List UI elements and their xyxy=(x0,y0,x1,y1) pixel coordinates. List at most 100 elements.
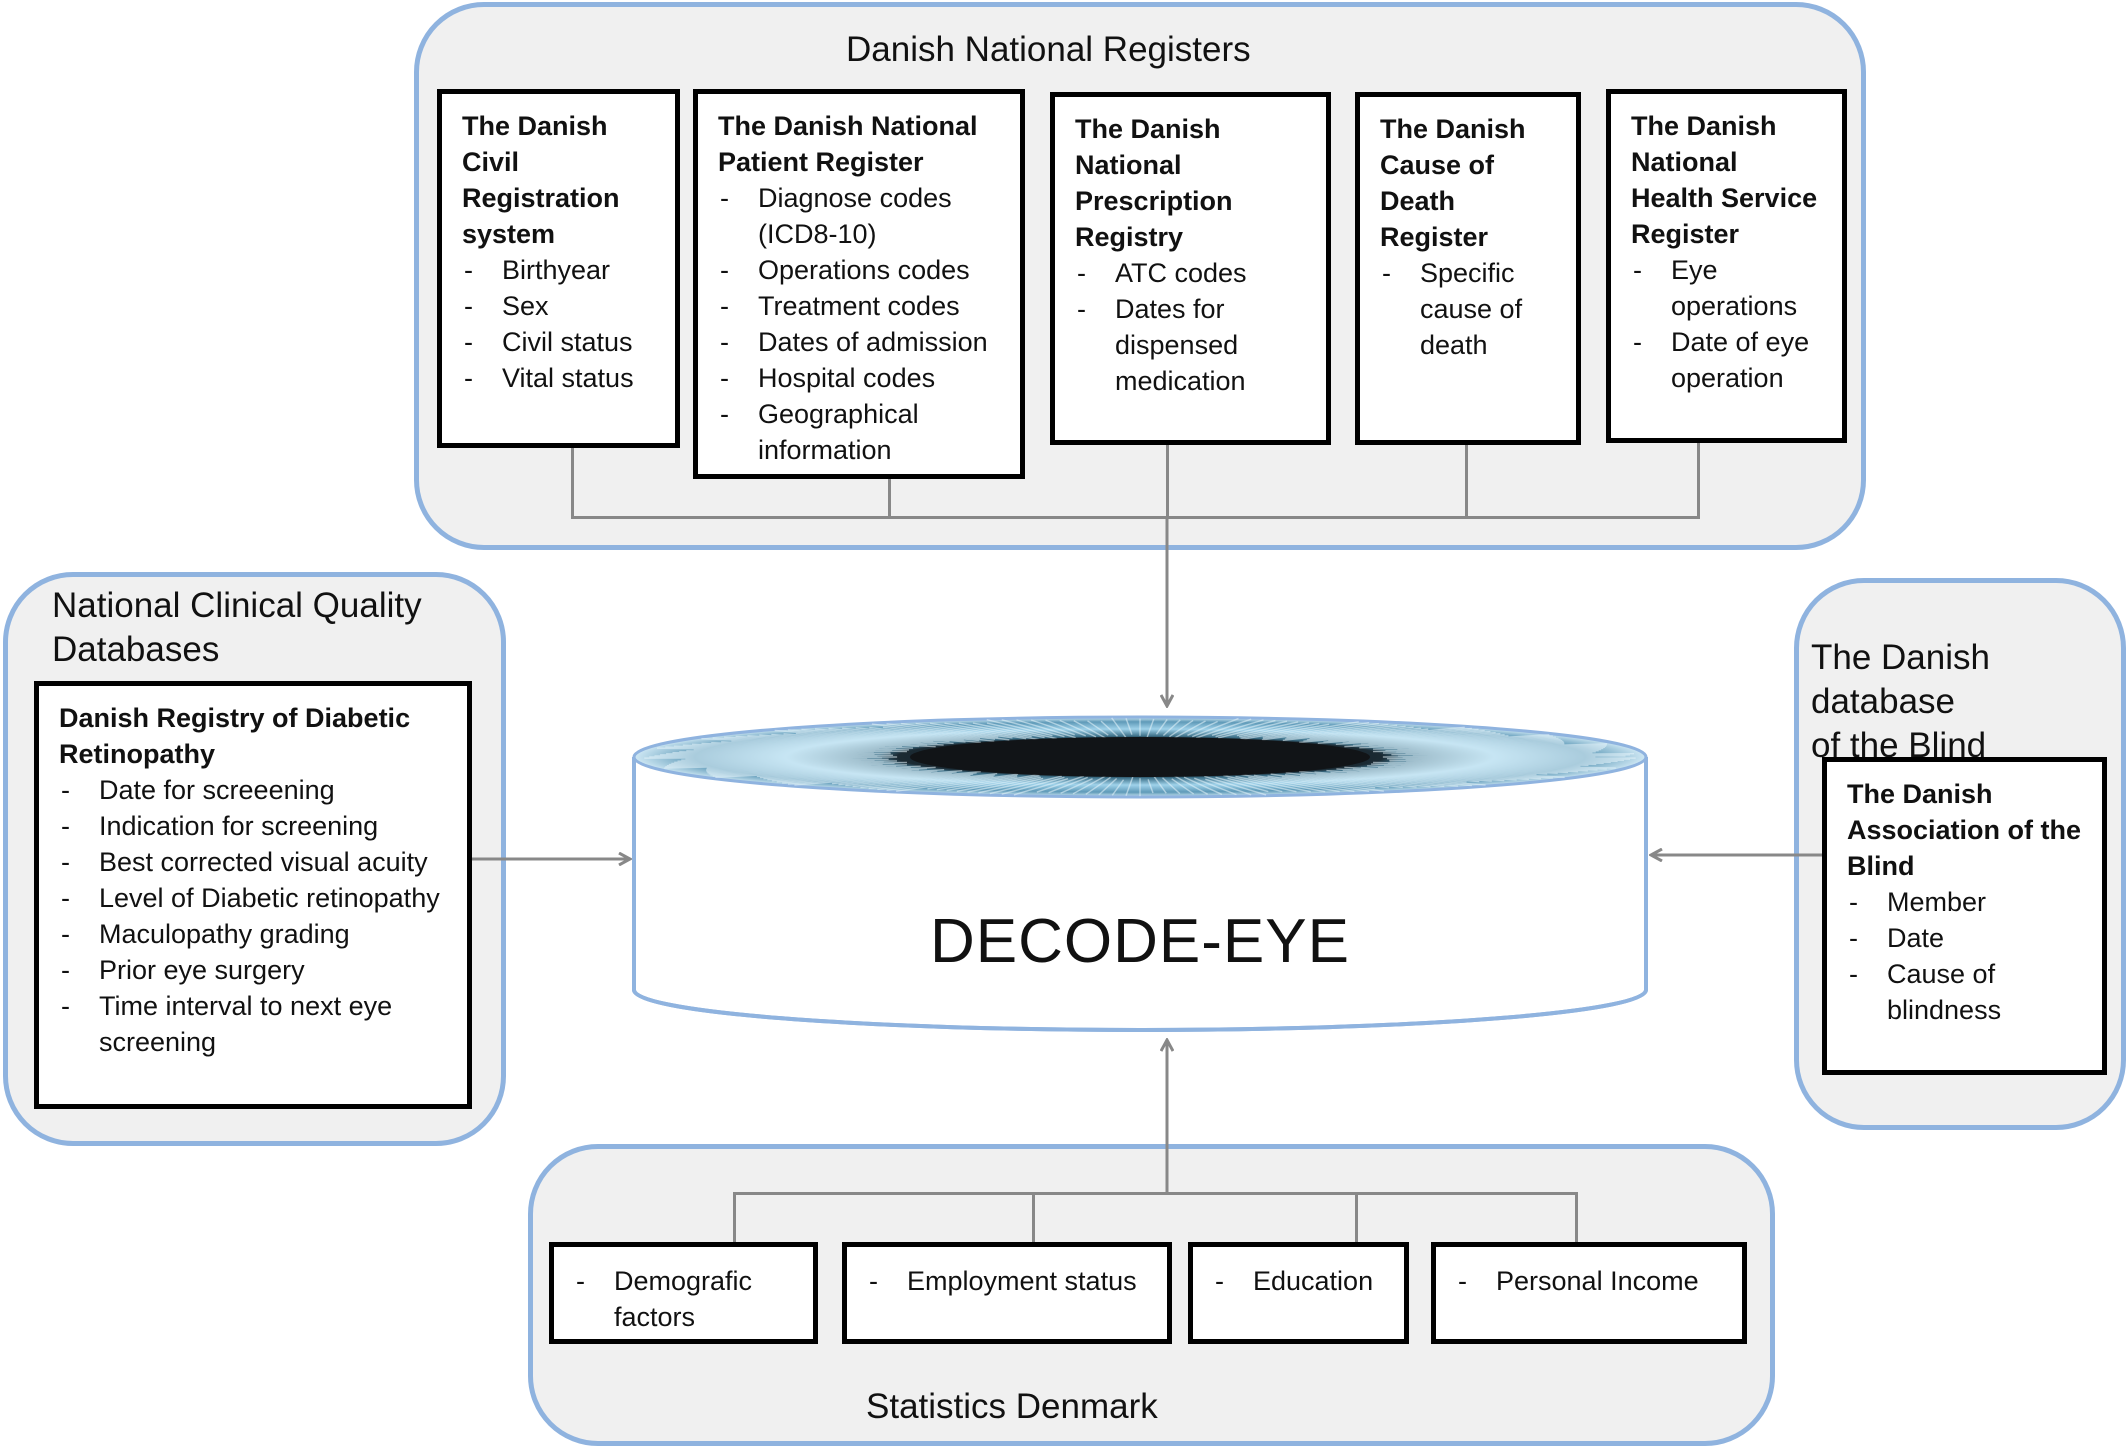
iris-streak xyxy=(1323,728,1479,743)
list-item: Geographical information xyxy=(718,396,1002,468)
list-item: Vital status xyxy=(462,360,657,396)
box-civil-registration: The Danish Civil Registration system Bir… xyxy=(437,89,680,448)
iris-streak xyxy=(712,737,903,748)
iris-streak xyxy=(701,738,885,748)
iris-streak xyxy=(759,767,928,779)
iris-streak xyxy=(1298,770,1459,787)
iris-streak xyxy=(787,729,934,742)
box-title: The Danish National Prescription Registr… xyxy=(1075,114,1233,252)
iris-streak xyxy=(1306,727,1422,741)
group-title-danish-national-registers: Danish National Registers xyxy=(846,30,1251,69)
iris-streak xyxy=(886,723,1010,741)
iris-streak xyxy=(967,776,1042,793)
iris-streak xyxy=(1422,760,1597,766)
iris-streak xyxy=(832,772,952,785)
iris-streak xyxy=(986,719,1053,737)
iris-streak xyxy=(794,771,957,786)
iris-streak xyxy=(1346,772,1467,783)
iris-streak xyxy=(782,771,932,784)
connector xyxy=(1697,441,1700,519)
iris-streak xyxy=(1352,734,1550,747)
box-cause-of-death-register: The Danish Cause of Death Register Speci… xyxy=(1355,92,1581,445)
connector xyxy=(1166,443,1169,519)
iris-streak xyxy=(877,774,996,790)
iris-streak xyxy=(814,728,966,743)
box-education: Education xyxy=(1188,1242,1409,1344)
iris-streak xyxy=(795,732,938,744)
iris-streak xyxy=(763,768,919,780)
iris-streak xyxy=(723,736,920,748)
iris-streak xyxy=(1183,776,1223,796)
iris-streak xyxy=(1174,720,1206,739)
iris-streak xyxy=(671,760,861,765)
iris-streak xyxy=(1383,765,1569,774)
list-item: Employment status xyxy=(867,1263,1149,1299)
box-employment-status: Employment status xyxy=(842,1242,1172,1344)
iris-streak xyxy=(1286,723,1389,739)
iris-streak xyxy=(1359,770,1505,782)
iris-streak xyxy=(1147,779,1154,794)
iris-streak xyxy=(1253,774,1355,793)
iris-streak xyxy=(1072,775,1106,795)
iris-streak xyxy=(1215,776,1269,793)
iris-streak xyxy=(1211,719,1264,737)
iris-streak xyxy=(882,726,981,740)
iris-streak xyxy=(1397,743,1608,751)
iris-streak xyxy=(1383,741,1564,749)
iris-streak xyxy=(871,723,996,740)
iris-streak xyxy=(1218,720,1288,739)
iris-streak xyxy=(1391,752,1593,756)
iris-streak xyxy=(1400,765,1579,773)
connector xyxy=(1465,443,1468,519)
iris-streak xyxy=(1240,722,1320,739)
list-item: Sex xyxy=(462,288,657,324)
iris-streak xyxy=(1270,773,1376,789)
iris-streak xyxy=(956,775,1040,792)
iris-streak xyxy=(1262,721,1370,740)
iris-streak xyxy=(1227,777,1283,793)
list-item: Date of eye operation xyxy=(1631,324,1824,396)
iris-streak xyxy=(747,735,911,746)
iris-streak xyxy=(1235,775,1311,793)
connector xyxy=(888,478,891,519)
list-item: Dates for dispensed medication xyxy=(1075,291,1308,399)
iris-streak xyxy=(1169,719,1194,738)
iris-streak xyxy=(1408,743,1565,750)
box-title: The Danish National Patient Register xyxy=(718,111,978,177)
iris-streak xyxy=(901,722,999,738)
iris-streak xyxy=(1309,726,1414,740)
iris-streak xyxy=(896,773,1019,792)
iris-streak xyxy=(1342,770,1492,782)
iris-streak xyxy=(868,772,998,790)
iris-streak xyxy=(838,770,982,786)
iris-streak xyxy=(1262,721,1359,738)
iris-streak xyxy=(978,777,1044,794)
iris-streak xyxy=(1060,778,1093,794)
list-item: Indication for screening xyxy=(59,808,449,844)
list-item: Hospital codes xyxy=(718,360,1002,396)
iris-streak xyxy=(1367,765,1558,774)
iris-streak xyxy=(1111,779,1125,796)
connector xyxy=(1032,1192,1035,1242)
iris-streak xyxy=(1030,719,1075,736)
iris-streak xyxy=(677,758,889,762)
iris-streak xyxy=(986,722,1057,740)
box-national-prescription-registry: The Danish National Prescription Registr… xyxy=(1050,92,1331,445)
iris-streak xyxy=(1406,761,1589,766)
iris-streak xyxy=(1284,774,1390,789)
iris-streak xyxy=(1248,776,1326,793)
iris-streak xyxy=(1344,766,1553,779)
iris-streak xyxy=(776,770,938,783)
list-item: Date xyxy=(1847,920,2084,956)
iris-streak xyxy=(1281,776,1384,792)
iris-streak xyxy=(946,773,1040,792)
iris-streak xyxy=(1098,778,1118,796)
iris-streak xyxy=(842,727,964,741)
iris-streak xyxy=(1240,723,1330,741)
iris-streak xyxy=(1045,719,1086,737)
iris-streak xyxy=(930,722,1027,740)
iris-streak xyxy=(1361,735,1509,746)
iris-streak xyxy=(1387,763,1598,771)
iris-streak xyxy=(1223,774,1297,793)
